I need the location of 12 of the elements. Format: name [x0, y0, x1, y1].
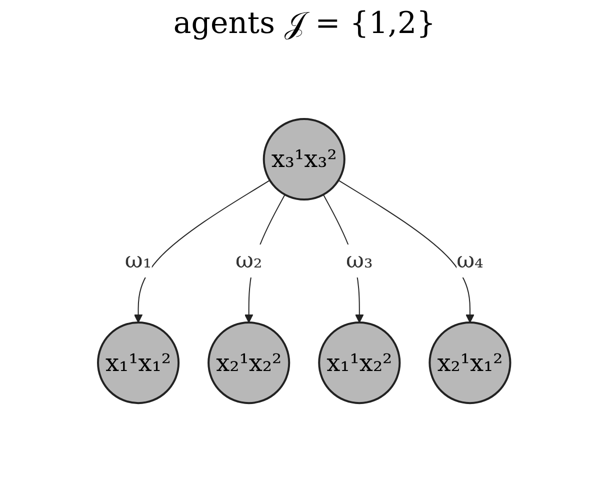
node-circle: x₂¹x₂²	[208, 322, 290, 404]
node-circle: x₁¹x₂²	[318, 322, 402, 404]
arrow	[134, 180, 271, 323]
node-circle: x₃¹x₃²	[263, 118, 346, 200]
arrow	[338, 180, 475, 323]
edge-label: ω₃	[346, 248, 374, 274]
edge-label: ω₄	[456, 248, 484, 274]
node-circle: x₂¹x₁²	[429, 322, 512, 404]
diagram-title: agents 𝒥 = {1,2}	[172, 6, 437, 41]
edge-label: ω₁	[125, 248, 152, 274]
edge-label: ω₂	[236, 248, 263, 274]
node-circle: x₁¹x₁²	[97, 322, 180, 404]
